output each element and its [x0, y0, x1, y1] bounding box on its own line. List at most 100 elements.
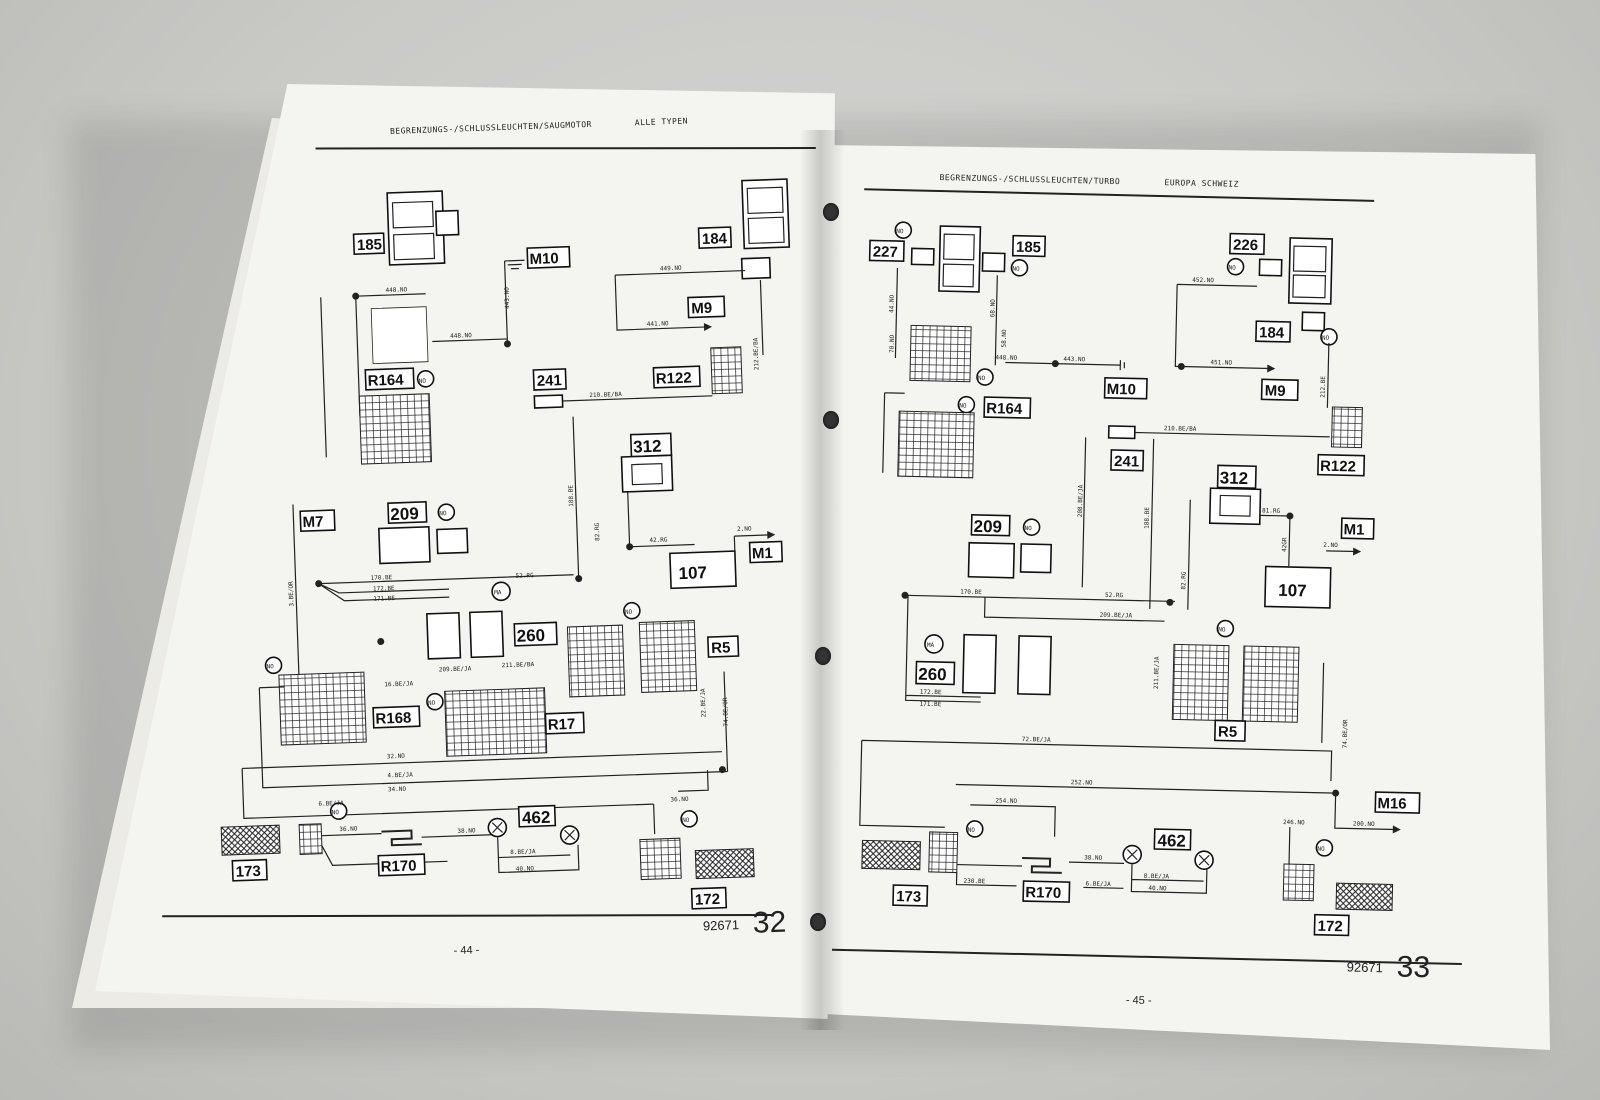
wire-448-b: 448.NO [450, 332, 472, 340]
svg-text:NO: NO [419, 378, 427, 385]
lamp-172-r-icon [1335, 882, 1394, 911]
svg-text:NO: NO [625, 609, 633, 616]
label-r164: R164 [367, 372, 404, 390]
wire-170-r: 170.BE [960, 589, 982, 596]
svg-text:NO: NO [266, 663, 274, 670]
label-462-r: 462 [1157, 831, 1186, 851]
wire-81: 81.RG [1262, 507, 1281, 514]
wire-212: 212.BE/BA [752, 337, 760, 370]
left-doc-code: 92671 [703, 917, 740, 933]
wire-52: 52.RG [515, 572, 534, 580]
wire-38: 38.NO [457, 827, 476, 835]
label-312: 312 [633, 437, 662, 457]
binder-hole-3 [815, 647, 831, 665]
wire-448-a: 448.NO [385, 286, 407, 294]
connector-r5-a-r [1171, 643, 1230, 722]
svg-text:MA: MA [927, 642, 935, 649]
label-r122-r: R122 [1320, 458, 1356, 476]
label-r122: R122 [656, 370, 692, 388]
fuse-b-icon [468, 610, 505, 659]
label-172-r: 172 [1317, 918, 1342, 936]
svg-text:NO: NO [332, 809, 340, 816]
wire-82: 82.RG [594, 522, 602, 541]
label-m1-r: M1 [1343, 521, 1364, 538]
connector-r17 [444, 687, 548, 757]
connector-209-r-icon [1019, 543, 1053, 574]
connector-r164-upper [370, 306, 429, 365]
book-spine-fold [800, 130, 845, 1030]
component-241-r-icon [1107, 425, 1136, 440]
wire-211-r: 211.BE/JA [1153, 656, 1161, 689]
svg-text:NO: NO [1322, 335, 1330, 342]
wire-3: 3.BE/OR [288, 581, 296, 607]
wire-210: 210.BE/BA [589, 391, 622, 399]
label-241-r: 241 [1114, 453, 1139, 471]
no-badge-r164 [416, 369, 435, 388]
label-m1: M1 [752, 545, 773, 563]
wire-188-r: 188.BE [1144, 507, 1151, 529]
wire-52-r: 52.RG [1105, 592, 1124, 599]
ma-badge-260 [491, 581, 511, 602]
wire-6-r: 6.BE/JA [1085, 880, 1111, 888]
wire-6: 6.BE/JA [318, 800, 344, 808]
connector-r164-lower-r [897, 410, 975, 479]
wire-448-r: 448.NO [995, 354, 1017, 361]
label-260-r: 260 [918, 665, 947, 685]
label-172: 172 [695, 891, 721, 909]
wire-34: 34.NO [388, 786, 407, 794]
right-doc-code: 92671 [1347, 959, 1383, 975]
connector-185-r [981, 252, 1006, 273]
left-handwritten-number: 32 [752, 906, 787, 940]
right-handwritten-number: 33 [1396, 951, 1430, 985]
wire-252: 252.NO [1071, 779, 1093, 786]
label-184: 184 [702, 230, 728, 248]
lamp-184-icon [741, 178, 791, 250]
connector-r5-b [638, 620, 698, 693]
label-241: 241 [537, 372, 563, 390]
lamp-173-r-icon [861, 839, 921, 871]
wire-4: 4.BE/JA [387, 771, 413, 779]
relay-312-r-icon [1208, 487, 1262, 526]
svg-text:NO: NO [428, 700, 436, 707]
wire-172: 172.BE [373, 585, 395, 593]
label-173-r: 173 [896, 888, 921, 906]
resistor-r170-icon [381, 829, 422, 847]
label-r170: R170 [380, 857, 416, 875]
label-209: 209 [390, 504, 419, 524]
connector-209-icon [436, 527, 469, 555]
svg-text:NO: NO [959, 402, 967, 409]
wire-212-r: 212.BE [1320, 376, 1327, 398]
connector-184-icon [740, 256, 772, 280]
label-260: 260 [516, 626, 545, 646]
relay-312-icon [620, 454, 674, 493]
left-header-variant: ALLE TYPEN [635, 116, 688, 127]
wire-2: 2.NO [737, 525, 752, 533]
wire-443-r: 443.NO [1063, 356, 1085, 363]
connector-r122-r [1330, 406, 1363, 449]
label-227: 227 [873, 243, 898, 261]
connector-r122 [710, 346, 743, 395]
connector-172 [639, 837, 682, 881]
wire-208-r: 208.BE/JA [1077, 484, 1085, 517]
svg-text:NO: NO [1317, 846, 1325, 853]
wire-74-r: 74.BE/OR [1342, 719, 1350, 748]
wire-2-r: 2.NO [1323, 542, 1338, 549]
wire-58: 58.NO [1001, 329, 1008, 348]
label-m9: M9 [691, 300, 712, 318]
wire-246: 246.NO [1283, 819, 1305, 826]
label-173: 173 [235, 863, 261, 881]
label-462: 462 [522, 808, 551, 828]
connector-227-icon [910, 247, 935, 266]
label-r5: R5 [711, 639, 731, 657]
wire-44: 44.NO [888, 294, 895, 313]
svg-text:NO: NO [896, 228, 904, 235]
label-r170-r: R170 [1025, 884, 1061, 902]
label-r164-r: R164 [986, 400, 1023, 418]
wire-230: 230.BE [963, 878, 985, 885]
wire-40: 40.NO [516, 865, 535, 873]
fuse-b-r-icon [1017, 635, 1052, 696]
wire-254: 254.NO [995, 797, 1017, 804]
connector-184-r [1301, 311, 1326, 332]
connector-r5-b-r [1241, 645, 1300, 723]
